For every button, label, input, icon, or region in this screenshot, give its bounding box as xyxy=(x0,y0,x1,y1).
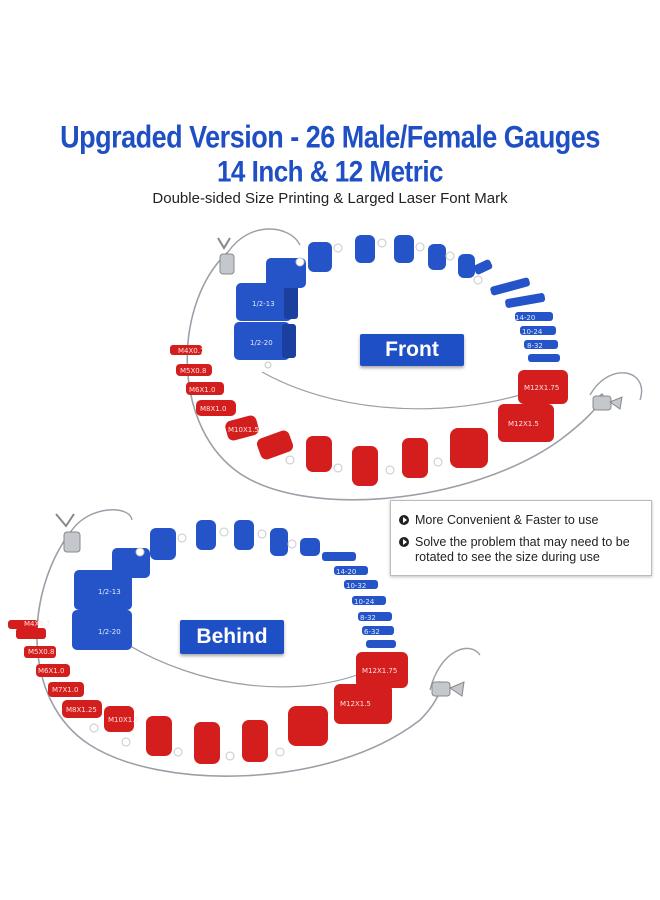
key-clasp-icon xyxy=(592,395,623,411)
gauge-large-blue: 1/2-20 xyxy=(72,610,132,650)
gauge-large-red: M12X1.5 xyxy=(498,404,554,442)
gauge-mark: 1/2-13 xyxy=(98,588,121,596)
gauge-large-red xyxy=(288,706,328,746)
gauge-mark: M5X0.8 xyxy=(180,367,206,375)
play-circle-icon xyxy=(399,515,409,525)
behind-ring-cable-inner xyxy=(119,639,371,688)
gauge-mark: M10X1.5 xyxy=(108,716,139,724)
behind-ring-cable-right xyxy=(429,647,481,691)
behind-blue-gauges-top xyxy=(150,520,320,560)
gauge-mark: 10-24 xyxy=(354,598,375,606)
gauge-large-red: M12X1.75 xyxy=(356,652,408,688)
gauge-large-blue: 1/2-13 xyxy=(236,283,298,321)
front-red-gauges-left: M4X0.7 M5X0.8 M6X1.0 M8X1.0 M10X1.5 xyxy=(170,345,259,434)
gauge-mark: 1/2-20 xyxy=(250,339,273,347)
feature-text: Solve the problem that may need to be ro… xyxy=(415,535,630,564)
page-title: Upgraded Version - 26 Male/Female Gauges xyxy=(60,119,600,155)
gauge-mark: 8-32 xyxy=(527,342,543,350)
behind-blue-gauges-right: 14-20 10-32 10-24 8-32 6-32 xyxy=(322,552,396,648)
gauge-mark: 10-24 xyxy=(522,328,543,336)
gauge-mark: M10X1.5 xyxy=(228,426,259,434)
front-ring-cable-top xyxy=(227,228,301,253)
front-ring-cable-inner xyxy=(261,371,521,410)
page-subtitle: Double-sided Size Printing & Larged Lase… xyxy=(152,190,508,207)
gauge-mark: M12X1.75 xyxy=(362,667,397,675)
gauge-mark: M4X0.7 xyxy=(178,347,204,355)
front-blue-gauges-right: 14-20 10-24 8-32 xyxy=(490,277,560,362)
feature-item: Solve the problem that may need to be ro… xyxy=(399,535,651,565)
behind-beads xyxy=(89,527,297,761)
gauge-large-red: M12X1.75 xyxy=(518,370,568,404)
front-label: Front xyxy=(360,334,464,366)
gauge-mark: M5X0.8 xyxy=(28,648,54,656)
front-blue-gauges-top xyxy=(308,235,493,278)
feature-text: More Convenient & Faster to use xyxy=(415,513,599,527)
gauge-large-red: M12X1.5 xyxy=(334,684,392,724)
behind-label: Behind xyxy=(180,620,284,654)
gauge-mark: 8-32 xyxy=(360,614,376,622)
gauge-mark: M12X1.5 xyxy=(340,700,371,708)
gauge-mark: 1/2-20 xyxy=(98,628,121,636)
behind-red-gauges-left: M4X0.7 M5X0.8 M6X1.0 M7X1.0 M8X1.25 M10X… xyxy=(8,620,139,724)
gauge-large-blue: 1/2-13 xyxy=(74,570,132,610)
front-gauge-ring: 1/2-13 1/2-20 14-20 10-24 xyxy=(170,228,643,501)
behind-gauge-ring: 1/2-13 1/2-20 14-20 10-32 10-24 xyxy=(8,509,481,777)
front-ring-cable-right xyxy=(589,372,643,401)
feature-callout: More Convenient & Faster to use Solve th… xyxy=(390,500,652,576)
key-clasp-icon xyxy=(217,237,235,275)
gauge-mark: 1/2-13 xyxy=(252,300,275,308)
front-red-gauges-bottom xyxy=(225,415,428,486)
front-beads xyxy=(264,238,483,475)
gauge-mark: M12X1.75 xyxy=(524,384,559,392)
gauge-mark: M7X1.0 xyxy=(52,686,78,694)
key-clasp-icon xyxy=(55,513,81,553)
feature-item: More Convenient & Faster to use xyxy=(399,513,598,528)
gauge-large-blue xyxy=(266,258,306,288)
gauge-mark: 14-20 xyxy=(515,314,535,322)
key-clasp-icon xyxy=(431,681,465,697)
gauge-mark: M6X1.0 xyxy=(38,667,64,675)
gauge-mark: 10-32 xyxy=(346,582,366,590)
behind-ring-cable-top xyxy=(71,509,133,531)
behind-red-gauges-bottom xyxy=(104,706,268,764)
gauge-mark: 6-32 xyxy=(364,628,380,636)
gauge-mark: M8X1.25 xyxy=(66,706,97,714)
play-circle-icon xyxy=(399,537,409,547)
gauge-mark: M4X0.7 xyxy=(24,620,50,628)
gauge-large-red xyxy=(450,428,488,468)
gauge-large-blue: 1/2-20 xyxy=(234,322,296,360)
gauge-mark: M6X1.0 xyxy=(189,386,215,394)
page-title-line2: 14 Inch & 12 Metric xyxy=(216,153,444,189)
gauge-mark: M8X1.0 xyxy=(200,405,226,413)
gauge-mark: 14-20 xyxy=(336,568,356,576)
gauge-mark: M12X1.5 xyxy=(508,420,539,428)
